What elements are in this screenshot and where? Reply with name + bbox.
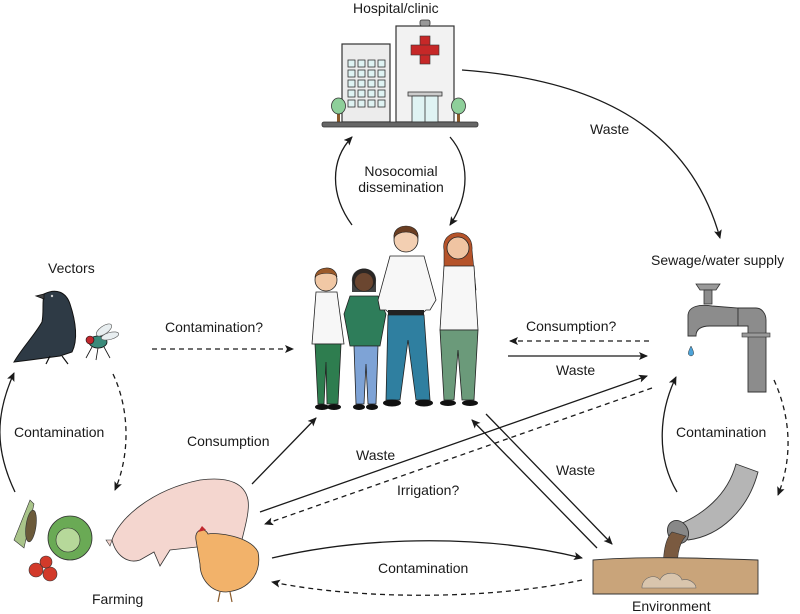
tree-icon <box>331 97 346 122</box>
arrow-environment-to-humans <box>471 419 598 549</box>
node-label-environment: Environment <box>632 598 711 614</box>
arrow-environment-to-farming <box>271 579 583 596</box>
crow-icon <box>13 290 77 365</box>
edge-label-humans-sewage: Waste <box>556 362 596 378</box>
person-boy-icon <box>311 267 345 410</box>
fly-icon <box>85 323 120 361</box>
red-cross-icon <box>410 35 440 65</box>
edge-label-nosocomial-line1: Nosocomial <box>364 163 438 179</box>
edge-label-sewage-farming: Irrigation? <box>397 482 460 498</box>
edge-label-vectors-farming: Contamination <box>14 424 105 440</box>
water-tap-icon <box>687 283 771 393</box>
tomato-icon <box>28 555 58 582</box>
arrow-farming-to-sewage <box>259 374 648 513</box>
arrow-hospital-to-humans <box>449 136 466 226</box>
edge-label-nosocomial-line2: dissemination <box>358 179 444 195</box>
arrow-vectors-to-farming <box>112 373 127 491</box>
arrow-hospital-to-sewage <box>461 69 722 239</box>
chicken-icon <box>195 526 260 603</box>
hospital-building-icon <box>321 19 479 128</box>
soil-icon <box>592 557 759 595</box>
edge-label-farming-sewage: Waste <box>356 447 396 463</box>
edge-label-vectors-humans: Contamination? <box>165 319 264 335</box>
arrow-farming-to-vectors <box>0 372 16 493</box>
tree-icon <box>451 97 466 122</box>
person-girl-icon <box>343 268 387 410</box>
edge-label-hospital-sewage: Waste <box>590 121 630 137</box>
node-label-farming: Farming <box>92 591 144 607</box>
water-drop-icon <box>688 345 694 357</box>
node-label-vectors: Vectors <box>48 260 95 276</box>
person-woman-icon <box>439 232 479 406</box>
cabbage-icon <box>47 515 93 561</box>
node-label-sewage: Sewage/water supply <box>651 252 785 268</box>
edge-label-humans-environment: Waste <box>556 462 596 478</box>
edge-label-nosocomial: Nosocomial dissemination <box>355 163 447 195</box>
arrow-farming-to-environment <box>271 540 583 560</box>
arrow-humans-to-environment <box>485 413 613 545</box>
edge-label-farming-humans: Consumption <box>187 433 270 449</box>
edge-label-sewage-humans: Consumption? <box>526 318 617 334</box>
corn-icon <box>13 499 37 549</box>
person-man-icon <box>377 225 437 407</box>
arrow-environment-to-sewage <box>661 376 678 493</box>
arrow-humans-to-hospital <box>334 136 353 226</box>
edge-label-farming-environment: Contamination <box>378 560 469 576</box>
edge-label-sewage-environment: Contamination <box>676 424 767 440</box>
node-label-hospital: Hospital/clinic <box>353 0 439 16</box>
arrow-farming-to-humans <box>251 417 317 485</box>
